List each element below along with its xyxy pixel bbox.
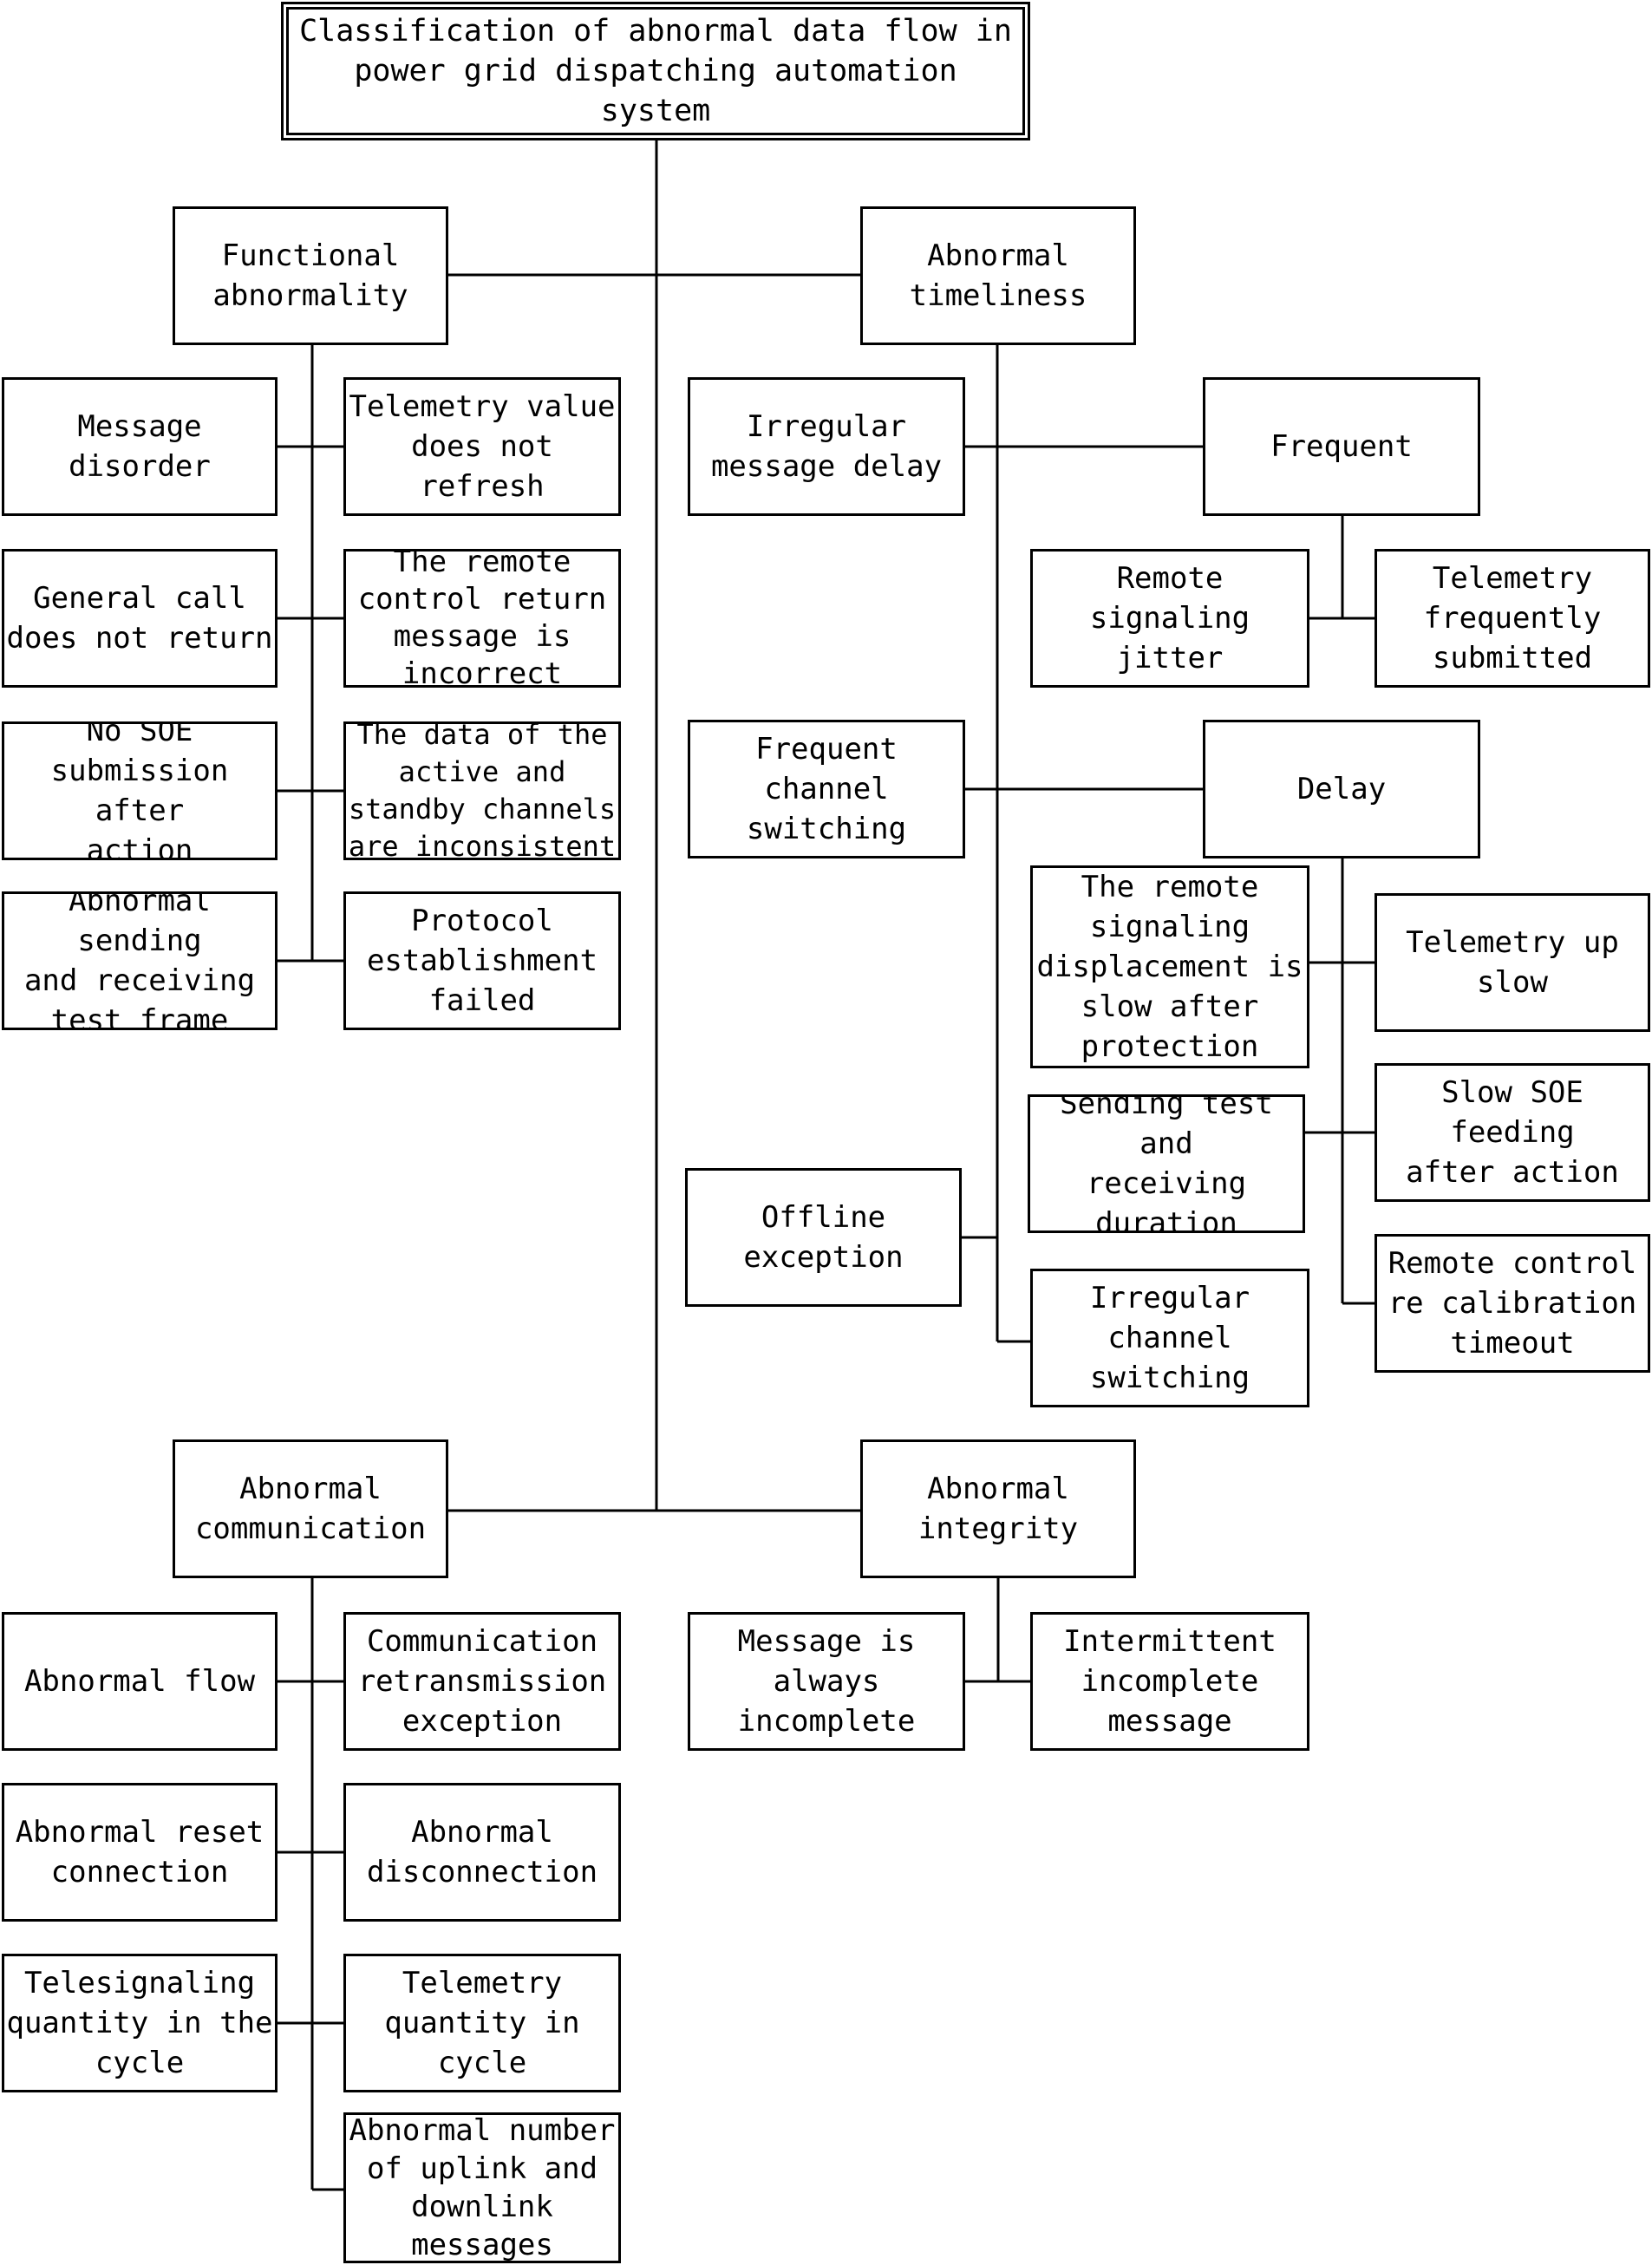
channels-inconsistent-label: The data of the active and standby chann…: [348, 721, 617, 860]
test-frame-node: Abnormal sending and receiving test fram…: [2, 891, 278, 1030]
telemetry-frequently-label: Telemetry frequently submitted: [1423, 561, 1602, 676]
telemetry-quantity-label: Telemetry quantity in cycle: [384, 1966, 580, 2080]
reset-connection-label: Abnormal reset connection: [15, 1815, 264, 1890]
delay-label: Delay: [1296, 772, 1387, 806]
general-call-label: General call does not return: [6, 581, 273, 656]
remote-control-timeout-node: Remote control re calibration timeout: [1374, 1234, 1650, 1373]
telesignaling-node: Telesignaling quantity in the cycle: [2, 1954, 278, 2092]
remote-signaling-slow-node: The remote signaling displacement is slo…: [1030, 865, 1309, 1068]
frequent-channel-label: Frequent channel switching: [746, 732, 907, 846]
abnormal-integrity-label: Abnormal integrity: [917, 1472, 1079, 1546]
message-disorder-node: Message disorder: [2, 377, 278, 516]
functional-abnormality-node: Functional abnormality: [173, 206, 448, 345]
irregular-channel-label: Irregular channel switching: [1089, 1281, 1250, 1395]
irregular-delay-label: Irregular message delay: [710, 409, 943, 484]
protocol-failed-node: Protocol establishment failed: [343, 891, 621, 1030]
delay-node: Delay: [1203, 720, 1480, 858]
abnormal-flow-node: Abnormal flow: [2, 1612, 278, 1751]
sending-test-node: Sending test and receiving duration: [1028, 1094, 1305, 1233]
always-incomplete-label: Message is always incomplete: [737, 1624, 916, 1739]
remote-signaling-jitter-node: Remote signaling jitter: [1030, 549, 1309, 688]
abnormal-flow-label: Abnormal flow: [23, 1664, 256, 1699]
remote-control-return-label: The remote control return message is inc…: [357, 549, 607, 688]
root-node: Classification of abnormal data flow in …: [281, 2, 1030, 140]
sending-test-label: Sending test and receiving duration: [1060, 1094, 1273, 1233]
abnormal-timeliness-node: Abnormal timeliness: [860, 206, 1136, 345]
abnormal-communication-label: Abnormal communication: [194, 1472, 427, 1546]
retransmission-node: Communication retransmission exception: [343, 1612, 621, 1751]
remote-signaling-slow-label: The remote signaling displacement is slo…: [1036, 870, 1303, 1064]
irregular-channel-node: Irregular channel switching: [1030, 1269, 1309, 1407]
frequent-channel-node: Frequent channel switching: [688, 720, 965, 858]
abnormal-integrity-node: Abnormal integrity: [860, 1439, 1136, 1578]
functional-abnormality-label: Functional abnormality: [212, 238, 408, 313]
intermittent-label: Intermittent incomplete message: [1063, 1624, 1277, 1739]
remote-control-return-node: The remote control return message is inc…: [343, 549, 621, 688]
intermittent-node: Intermittent incomplete message: [1030, 1612, 1309, 1751]
retransmission-label: Communication retransmission exception: [357, 1624, 607, 1739]
uplink-downlink-label: Abnormal number of uplink and downlink m…: [349, 2113, 616, 2262]
slow-soe-label: Slow SOE feeding after action: [1406, 1075, 1619, 1190]
reset-connection-node: Abnormal reset connection: [2, 1783, 278, 1922]
frequent-node: Frequent: [1203, 377, 1480, 516]
irregular-delay-node: Irregular message delay: [688, 377, 965, 516]
remote-control-timeout-label: Remote control re calibration timeout: [1388, 1246, 1637, 1361]
no-soe-label: No SOE submission after action: [50, 721, 229, 860]
offline-exception-label: Offline exception: [743, 1200, 904, 1275]
uplink-downlink-node: Abnormal number of uplink and downlink m…: [343, 2112, 621, 2263]
no-soe-node: No SOE submission after action: [2, 721, 278, 860]
frequent-label: Frequent: [1270, 429, 1413, 464]
offline-exception-node: Offline exception: [685, 1168, 962, 1307]
telesignaling-label: Telesignaling quantity in the cycle: [6, 1966, 273, 2080]
slow-soe-node: Slow SOE feeding after action: [1374, 1063, 1650, 1202]
root-label: Classification of abnormal data flow in …: [299, 14, 1012, 128]
remote-signaling-jitter-label: Remote signaling jitter: [1089, 561, 1250, 676]
telemetry-not-refresh-node: Telemetry value does not refresh: [343, 377, 621, 516]
general-call-node: General call does not return: [2, 549, 278, 688]
channels-inconsistent-node: The data of the active and standby chann…: [343, 721, 621, 860]
abnormal-communication-node: Abnormal communication: [173, 1439, 448, 1578]
always-incomplete-node: Message is always incomplete: [688, 1612, 965, 1751]
telemetry-up-slow-node: Telemetry up slow: [1374, 893, 1650, 1032]
disconnection-node: Abnormal disconnection: [343, 1783, 621, 1922]
message-disorder-label: Message disorder: [69, 409, 211, 484]
protocol-failed-label: Protocol establishment failed: [366, 904, 598, 1018]
telemetry-quantity-node: Telemetry quantity in cycle: [343, 1954, 621, 2092]
test-frame-label: Abnormal sending and receiving test fram…: [23, 891, 256, 1030]
telemetry-not-refresh-label: Telemetry value does not refresh: [349, 389, 616, 504]
disconnection-label: Abnormal disconnection: [366, 1815, 598, 1890]
abnormal-timeliness-label: Abnormal timeliness: [909, 238, 1087, 313]
telemetry-up-slow-label: Telemetry up slow: [1406, 925, 1619, 1000]
telemetry-frequently-node: Telemetry frequently submitted: [1374, 549, 1650, 688]
